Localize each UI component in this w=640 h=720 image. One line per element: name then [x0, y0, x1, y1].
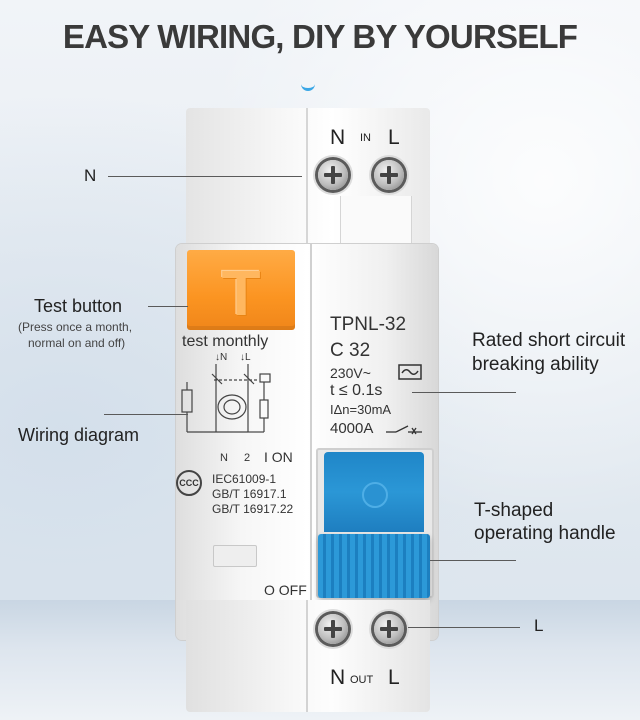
callout-handle-2: operating handle [474, 523, 616, 544]
leader-line-handle [430, 560, 516, 561]
bottom-terminal-out-label: OUT [350, 674, 374, 686]
leader-line-test-button [148, 306, 188, 307]
callout-handle-1: T-shaped [474, 500, 554, 521]
model-label: TPNL-32 [330, 314, 407, 335]
diagram-label-2: 2 [244, 452, 251, 464]
diagram-label-n-in: ↓N [215, 352, 228, 363]
operating-handle-grip[interactable] [318, 534, 430, 598]
callout-rated-short-2: breaking ability [472, 354, 599, 375]
leader-line-n [108, 176, 302, 177]
callout-wiring-diagram: Wiring diagram [18, 425, 140, 445]
terminal-divider [306, 600, 308, 712]
bottom-screw-n-icon [318, 614, 348, 644]
switch-symbol-icon [386, 425, 422, 435]
certification-mark: CCC [176, 470, 202, 496]
rating-label: C 32 [330, 340, 371, 361]
callout-rated-short-1: Rated short circuit [472, 330, 626, 351]
voltage-label: 230V~ [330, 365, 371, 381]
rcd-type-icon [398, 364, 422, 380]
top-terminal-n-label: N [330, 126, 346, 149]
standard-label-3: GB/T 16917.22 [212, 502, 294, 516]
bottom-terminal-l-label: L [388, 666, 400, 689]
brand-logo-icon [362, 482, 388, 508]
test-button[interactable]: T [187, 250, 295, 330]
terminal-notch [340, 196, 412, 247]
operating-handle[interactable] [324, 452, 424, 532]
top-terminal-in-label: IN [360, 132, 371, 144]
body-seam [310, 244, 312, 640]
test-monthly-label: test monthly [182, 333, 269, 350]
callout-test-button-note-1: (Press once a month, [18, 320, 133, 334]
top-screw-l-icon [374, 160, 404, 190]
callout-test-button: Test button [34, 296, 123, 316]
diagram-label-n-out: N [220, 452, 228, 464]
page-headline: EASY WIRING, DIY BY YOURSELF [62, 18, 578, 55]
status-indicator-window [213, 545, 257, 567]
bottom-terminal-n-label: N [330, 666, 346, 689]
wiring-diagram [181, 364, 271, 433]
off-label: O OFF [264, 582, 307, 598]
chevron-down-icon [301, 80, 315, 91]
on-label: I ON [264, 449, 293, 465]
diagram-label-l-in: ↓L [240, 352, 251, 363]
callout-n: N [84, 166, 97, 185]
bottom-screw-l-icon [374, 614, 404, 644]
standard-label-2: GB/T 16917.1 [212, 487, 287, 501]
callout-test-button-note-2: normal on and off) [28, 336, 126, 350]
callout-l: L [534, 616, 544, 635]
leader-line-l [408, 627, 520, 628]
breaking-capacity-label: 4000A [330, 420, 374, 437]
leader-line-wiring-diagram [104, 414, 188, 415]
residual-current-label: IΔn=30mA [330, 402, 392, 417]
test-button-letter: T [221, 257, 261, 329]
terminal-divider [306, 108, 308, 258]
trip-time-label: t ≤ 0.1s [330, 382, 383, 399]
top-screw-n-icon [318, 160, 348, 190]
top-terminal-l-label: L [388, 126, 400, 149]
leader-line-rated-short [412, 392, 516, 393]
standard-label-1: IEC61009-1 [212, 472, 277, 486]
